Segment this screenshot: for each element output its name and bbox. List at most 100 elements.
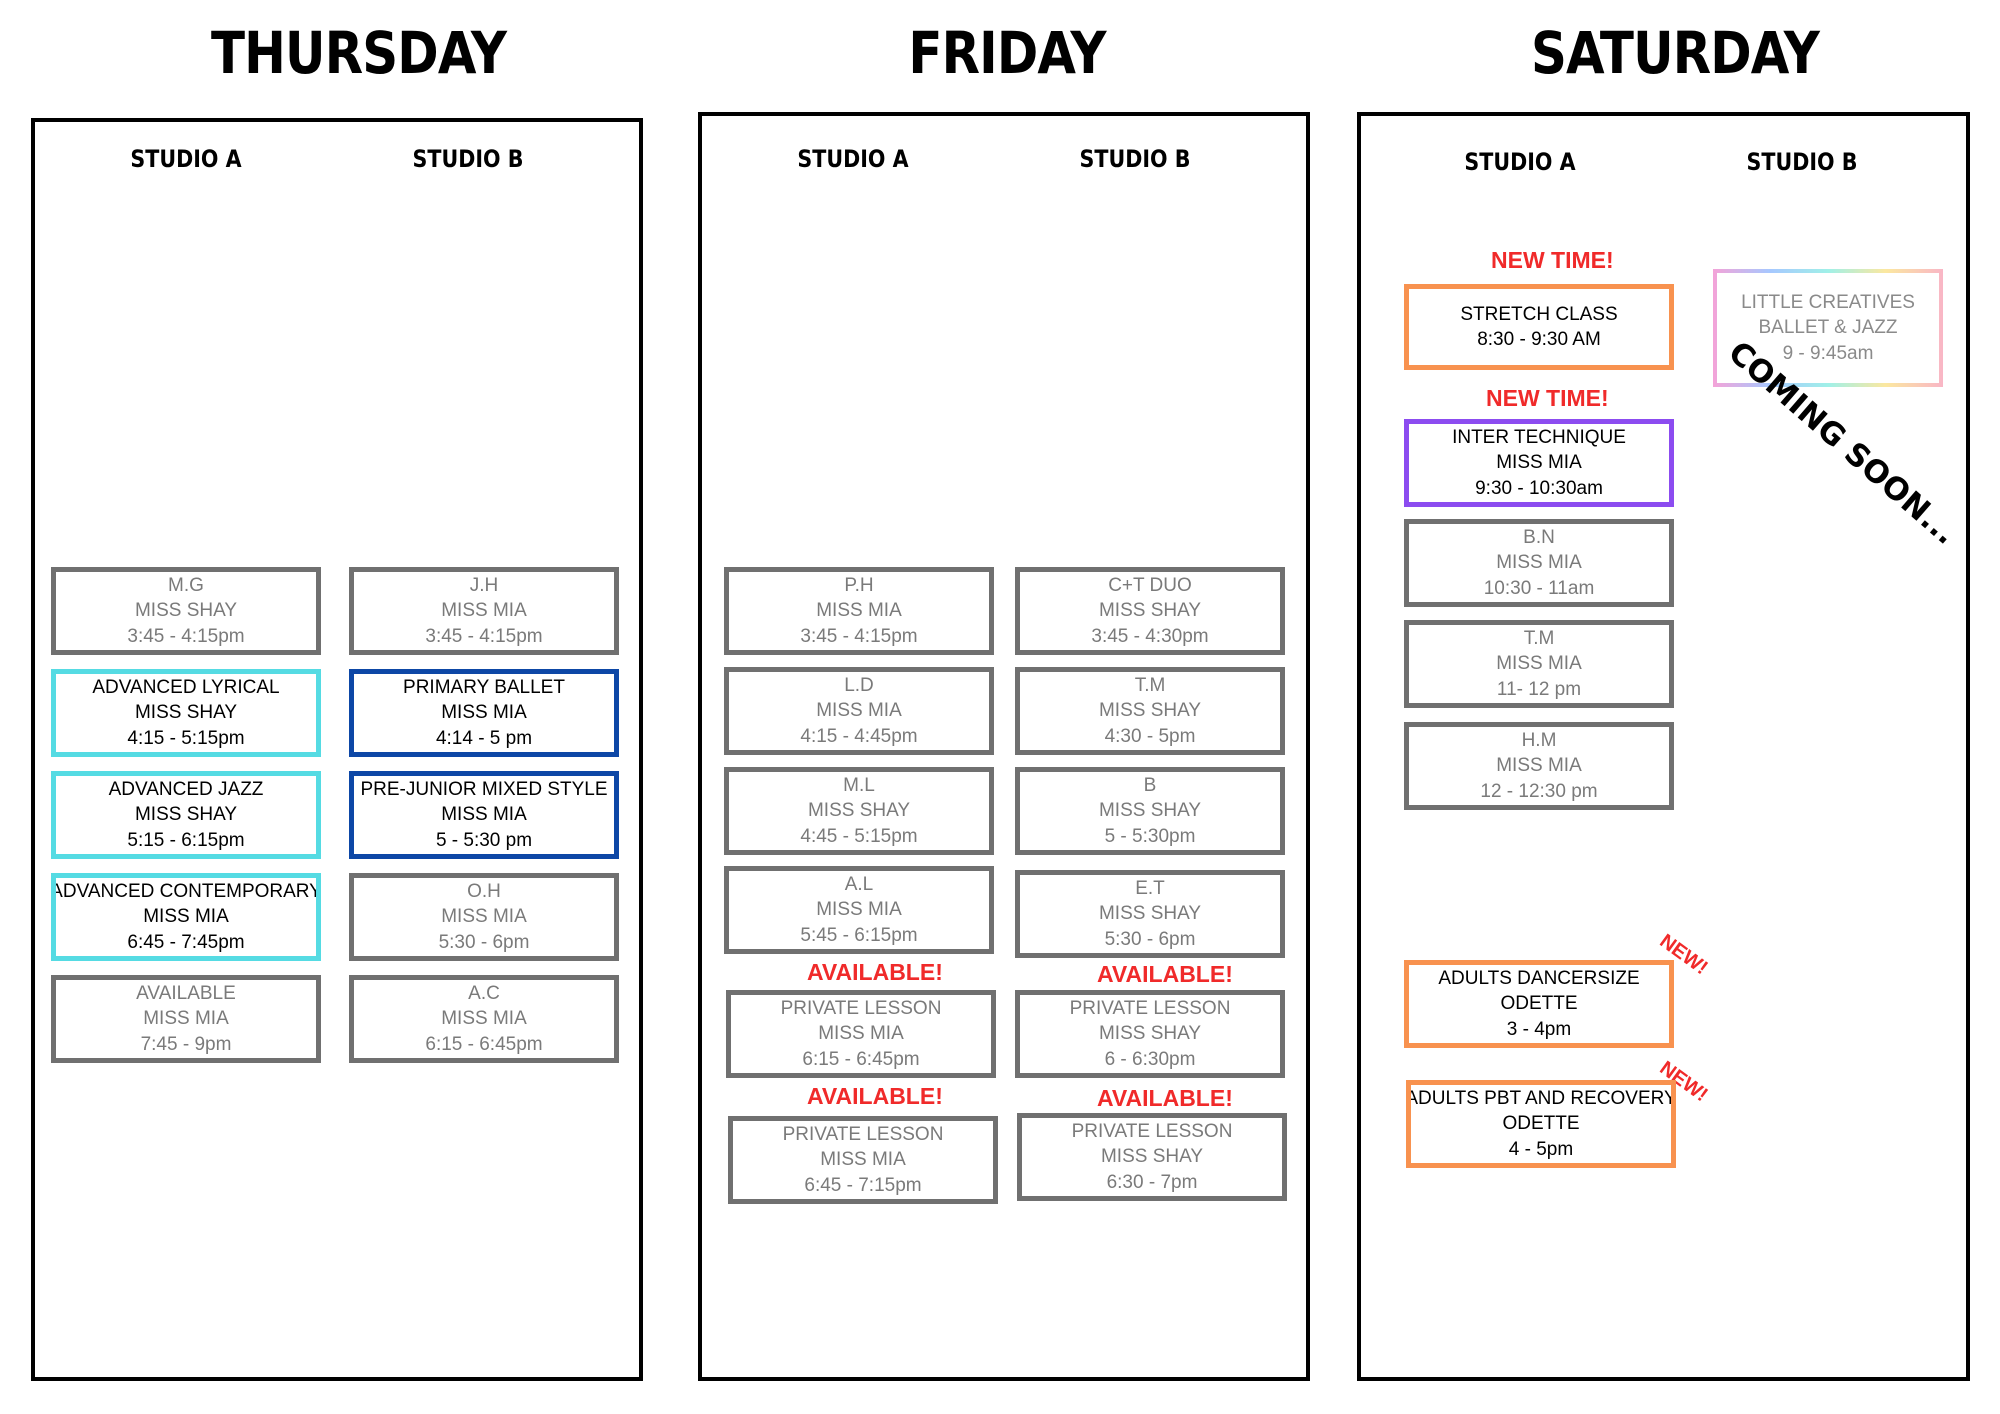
class-card[interactable]: B.N MISS MIA 10:30 - 11am: [1404, 519, 1674, 607]
class-card[interactable]: H.M MISS MIA 12 - 12:30 pm: [1404, 722, 1674, 810]
class-name: J.H: [469, 574, 499, 596]
class-name: C+T DUO: [1108, 574, 1192, 596]
class-teacher: ODETTE: [1500, 993, 1578, 1015]
class-time: 6:15 - 6:45pm: [802, 1048, 920, 1070]
class-time: 6:15 - 6:45pm: [425, 1033, 543, 1055]
class-card[interactable]: B MISS SHAY 5 - 5:30pm: [1015, 767, 1285, 855]
class-teacher: MISS MIA: [1496, 755, 1582, 777]
class-card[interactable]: P.H MISS MIA 3:45 - 4:15pm: [724, 567, 994, 655]
class-name: T.M: [1523, 627, 1555, 649]
new-time-tag: NEW TIME!: [1491, 247, 1614, 273]
class-teacher: MISS SHAY: [1098, 903, 1202, 925]
class-name: PRIVATE LESSON: [1069, 997, 1231, 1019]
class-name: ADULTS PBT AND RECOVERY: [1406, 1087, 1676, 1109]
class-time: 4 - 5pm: [1508, 1138, 1574, 1160]
class-time: 4:30 - 5pm: [1104, 725, 1196, 747]
class-card[interactable]: ADVANCED JAZZ MISS SHAY 5:15 - 6:15pm: [51, 771, 321, 859]
class-name: PRIVATE LESSON: [1071, 1120, 1233, 1142]
studio-heading-b: STUDIO B: [1746, 148, 1858, 176]
class-name: H.M: [1521, 729, 1557, 751]
class-card[interactable]: L.D MISS MIA 4:15 - 4:45pm: [724, 667, 994, 755]
class-name: ADULTS DANCERSIZE: [1438, 967, 1640, 989]
class-card[interactable]: T.M MISS SHAY 4:30 - 5pm: [1015, 667, 1285, 755]
class-teacher: MISS SHAY: [134, 702, 238, 724]
class-time: 3:45 - 4:15pm: [127, 625, 245, 647]
class-card[interactable]: PRIVATE LESSON MISS MIA 6:15 - 6:45pm: [726, 990, 996, 1078]
class-name: B.N: [1523, 526, 1555, 548]
class-time: 3 - 4pm: [1506, 1018, 1572, 1040]
class-time: 10:30 - 11am: [1483, 577, 1595, 599]
class-card[interactable]: ADVANCED LYRICAL MISS SHAY 4:15 - 5:15pm: [51, 669, 321, 757]
class-name: PRIMARY BALLET: [403, 676, 565, 698]
class-teacher: MISS SHAY: [1098, 600, 1202, 622]
class-time: 4:14 - 5 pm: [435, 727, 533, 749]
class-card[interactable]: STRETCH CLASS 8:30 - 9:30 AM: [1404, 284, 1674, 370]
class-card[interactable]: PRIMARY BALLET MISS MIA 4:14 - 5 pm: [349, 669, 619, 757]
class-card[interactable]: ADULTS DANCERSIZE ODETTE 3 - 4pm: [1404, 960, 1674, 1048]
class-teacher: BALLET & JAZZ: [1758, 317, 1898, 339]
class-time: 3:45 - 4:15pm: [425, 625, 543, 647]
class-card[interactable]: PRIVATE LESSON MISS MIA 6:45 - 7:15pm: [728, 1116, 998, 1204]
available-tag: AVAILABLE!: [807, 1083, 943, 1109]
class-teacher: MISS MIA: [441, 702, 527, 724]
class-name: ADVANCED JAZZ: [108, 778, 264, 800]
class-teacher: MISS MIA: [441, 1008, 527, 1030]
class-name: A.C: [468, 982, 500, 1004]
class-name: PRIVATE LESSON: [780, 997, 942, 1019]
class-time: 3:45 - 4:15pm: [800, 625, 918, 647]
class-name: L.D: [844, 674, 874, 696]
class-name: STRETCH CLASS: [1460, 303, 1618, 325]
class-card[interactable]: INTER TECHNIQUE MISS MIA 9:30 - 10:30am: [1404, 419, 1674, 507]
class-teacher: MISS SHAY: [1100, 1146, 1204, 1168]
class-time: 6:45 - 7:15pm: [804, 1174, 922, 1196]
class-time: 4:15 - 5:15pm: [127, 727, 245, 749]
day-title-thursday: THURSDAY: [211, 19, 507, 87]
class-time: 11- 12 pm: [1496, 678, 1582, 700]
class-time: 5 - 5:30 pm: [435, 829, 533, 851]
class-teacher: MISS MIA: [816, 899, 902, 921]
class-time: 5:30 - 6pm: [1104, 928, 1196, 950]
class-teacher: MISS MIA: [143, 906, 229, 928]
available-tag: AVAILABLE!: [1097, 961, 1233, 987]
studio-heading-a: STUDIO A: [797, 145, 909, 173]
class-card[interactable]: A.C MISS MIA 6:15 - 6:45pm: [349, 975, 619, 1063]
class-card[interactable]: PRIVATE LESSON MISS SHAY 6 - 6:30pm: [1015, 990, 1285, 1078]
class-card[interactable]: J.H MISS MIA 3:45 - 4:15pm: [349, 567, 619, 655]
class-name: INTER TECHNIQUE: [1452, 426, 1626, 448]
class-card[interactable]: C+T DUO MISS SHAY 3:45 - 4:30pm: [1015, 567, 1285, 655]
class-card[interactable]: AVAILABLE MISS MIA 7:45 - 9pm: [51, 975, 321, 1063]
class-card[interactable]: LITTLE CREATIVES BALLET & JAZZ 9 - 9:45a…: [1713, 269, 1943, 387]
class-time: 6 - 6:30pm: [1104, 1048, 1196, 1070]
class-teacher: MISS SHAY: [1098, 700, 1202, 722]
class-card[interactable]: O.H MISS MIA 5:30 - 6pm: [349, 873, 619, 961]
studio-heading-b: STUDIO B: [1079, 145, 1191, 173]
class-name: T.M: [1134, 674, 1166, 696]
studio-heading-a: STUDIO A: [130, 145, 242, 173]
class-time: 5 - 5:30pm: [1104, 825, 1196, 847]
class-card[interactable]: A.L MISS MIA 5:45 - 6:15pm: [724, 866, 994, 954]
class-teacher: MISS SHAY: [134, 804, 238, 826]
class-time: 12 - 12:30 pm: [1480, 780, 1598, 802]
class-card[interactable]: M.G MISS SHAY 3:45 - 4:15pm: [51, 567, 321, 655]
class-time: 5:15 - 6:15pm: [127, 829, 245, 851]
class-teacher: MISS MIA: [1496, 452, 1582, 474]
class-name: A.L: [844, 873, 874, 895]
class-name: LITTLE CREATIVES: [1741, 291, 1915, 313]
class-name: M.G: [168, 574, 204, 596]
day-title-saturday: SATURDAY: [1530, 19, 1820, 87]
class-name: ADVANCED CONTEMPORARY: [51, 880, 321, 902]
class-card[interactable]: PRIVATE LESSON MISS SHAY 6:30 - 7pm: [1017, 1113, 1287, 1201]
class-time: 5:45 - 6:15pm: [800, 924, 918, 946]
class-name: P.H: [844, 574, 874, 596]
class-teacher: MISS SHAY: [1098, 1023, 1202, 1045]
class-time: 3:45 - 4:30pm: [1091, 625, 1209, 647]
class-teacher: MISS SHAY: [134, 600, 238, 622]
class-card[interactable]: PRE-JUNIOR MIXED STYLE MISS MIA 5 - 5:30…: [349, 771, 619, 859]
class-card[interactable]: M.L MISS SHAY 4:45 - 5:15pm: [724, 767, 994, 855]
class-card[interactable]: E.T MISS SHAY 5:30 - 6pm: [1015, 870, 1285, 958]
class-card[interactable]: T.M MISS MIA 11- 12 pm: [1404, 620, 1674, 708]
class-card[interactable]: ADULTS PBT AND RECOVERY ODETTE 4 - 5pm: [1406, 1080, 1676, 1168]
class-time: 4:45 - 5:15pm: [800, 825, 918, 847]
class-time: 7:45 - 9pm: [140, 1033, 232, 1055]
class-card[interactable]: ADVANCED CONTEMPORARY MISS MIA 6:45 - 7:…: [51, 873, 321, 961]
